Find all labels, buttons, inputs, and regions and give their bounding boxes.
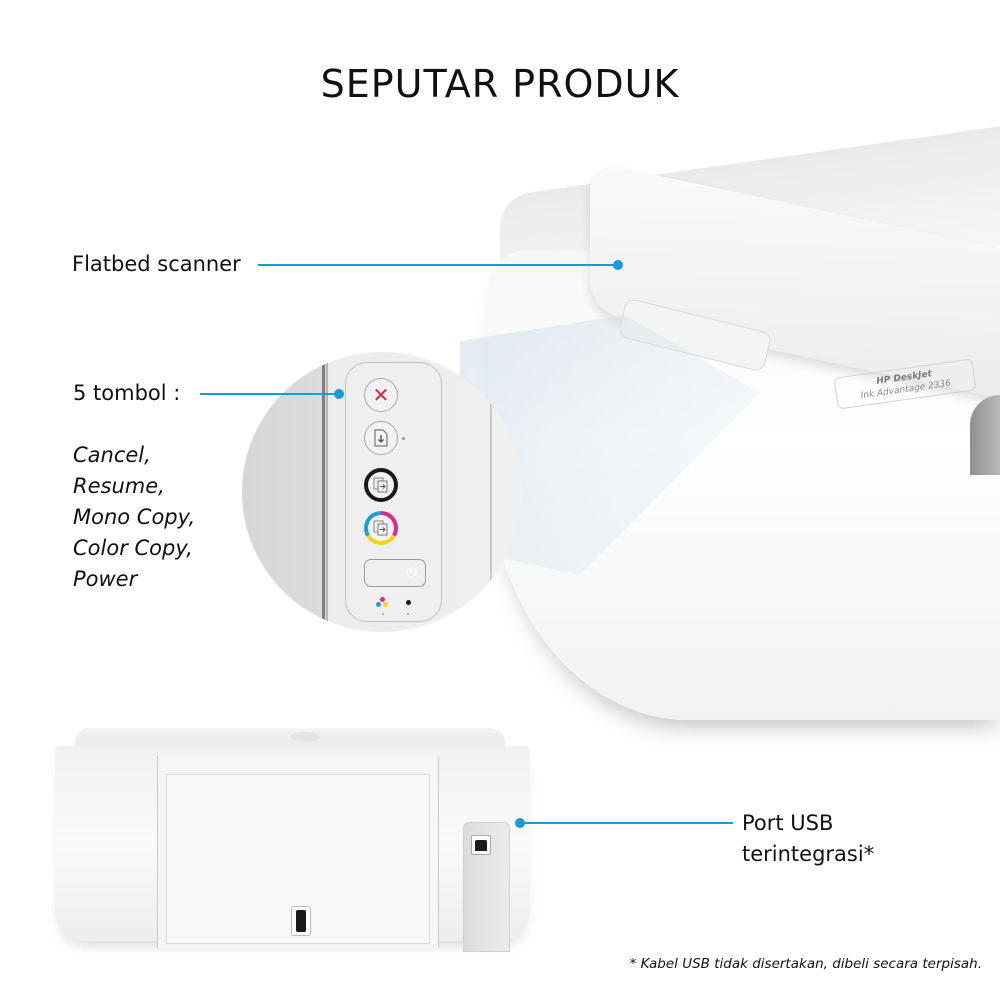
button-list-item: Color Copy, (73, 536, 193, 560)
resume-document-icon (374, 429, 388, 447)
usb-callout-dot (515, 818, 525, 828)
button-list-item: Cancel, (73, 443, 151, 467)
button-list: Cancel, Resume, Mono Copy, Color Copy, P… (73, 440, 195, 595)
cancel-x-icon: ✕ (372, 383, 390, 407)
scanner-callout-dot (613, 260, 623, 270)
button-list-item: Power (73, 567, 138, 591)
usb-label: Port USB terintegrasi* (742, 808, 874, 870)
black-ink-led (407, 613, 409, 615)
buttons-callout-dot (334, 389, 344, 399)
black-ink-indicator-icon (406, 600, 411, 605)
usb-callout-line (520, 822, 733, 824)
usb-bay (463, 822, 510, 952)
resume-led (402, 437, 405, 440)
resume-button[interactable] (364, 421, 398, 455)
printer-top-edge (75, 728, 505, 750)
mono-copy-icon (373, 477, 388, 493)
scanner-label: Flatbed scanner (72, 252, 241, 276)
footnote: * Kabel USB tidak disertakan, dibeli sec… (629, 956, 982, 972)
power-icon: ⏻ (405, 565, 417, 581)
cancel-button[interactable]: ✕ (364, 378, 398, 412)
mono-copy-button[interactable] (364, 468, 398, 502)
control-panel: ✕ ⏻ (345, 362, 442, 622)
color-copy-button[interactable] (364, 511, 398, 545)
page-title: SEPUTAR PRODUK (320, 62, 680, 106)
usb-label-line2: terintegrasi* (742, 842, 875, 866)
printer-rear-view (55, 728, 530, 952)
hp-logo-icon (290, 732, 320, 742)
rear-access-door (157, 756, 439, 948)
color-copy-icon (373, 520, 388, 536)
scanner-callout-line (258, 264, 618, 266)
paper-output-slot (970, 395, 1000, 475)
printer-front-view: HP DeskJet Ink Advantage 2336 (460, 123, 1000, 720)
button-list-item: Resume, (73, 474, 165, 498)
power-socket-icon (291, 906, 311, 936)
buttons-label: 5 tombol : (73, 381, 181, 405)
panel-groove (326, 352, 328, 632)
control-panel-zoom: ✕ ⏻ (242, 352, 522, 632)
panel-groove (490, 352, 492, 632)
power-button[interactable]: ⏻ (364, 559, 426, 587)
color-ink-indicator-icon (376, 597, 390, 609)
buttons-callout-line (200, 393, 340, 395)
usb-port-icon (471, 835, 491, 855)
panel-groove (322, 352, 325, 632)
color-ink-led (382, 613, 384, 615)
usb-label-line1: Port USB (742, 811, 834, 835)
button-list-item: Mono Copy, (73, 505, 196, 529)
